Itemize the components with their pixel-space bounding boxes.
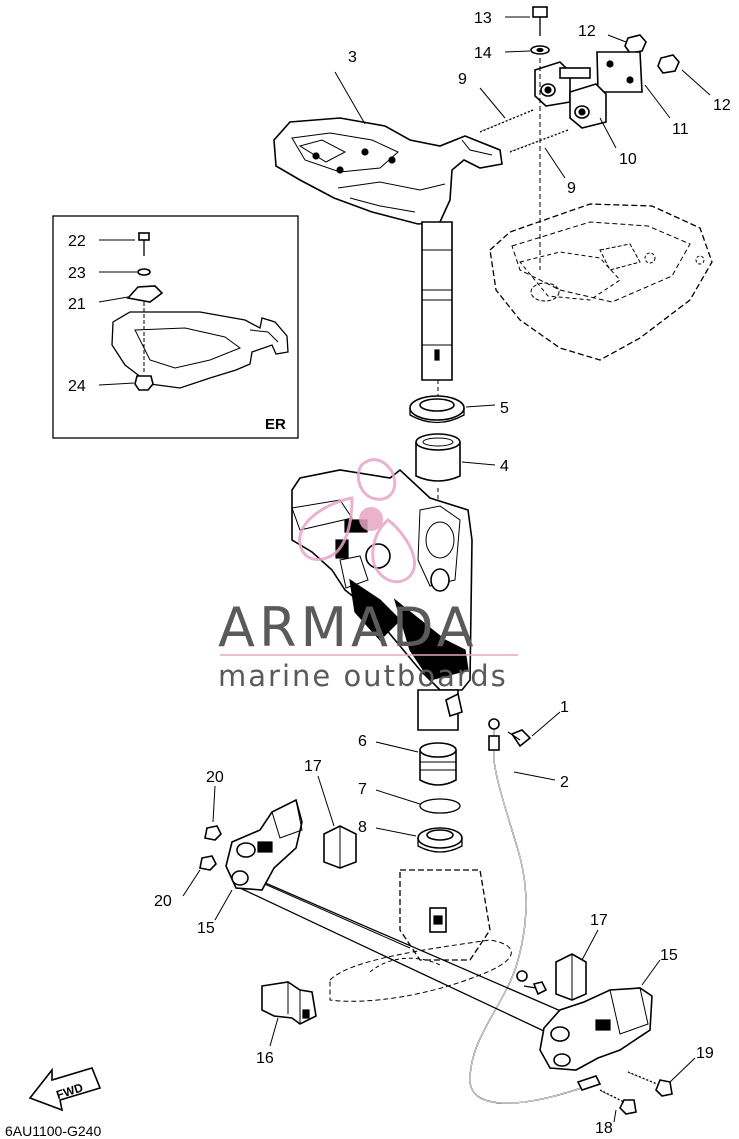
callout-20-b: 20: [154, 893, 172, 910]
steering-shaft: [421, 221, 453, 381]
callout-21: 21: [68, 296, 86, 313]
callout-1: 1: [560, 699, 569, 716]
callout-12-b: 12: [713, 97, 731, 114]
callout-5: 5: [500, 400, 509, 417]
clamp-area-outline: [329, 869, 512, 1002]
callout-6: 6: [358, 733, 367, 750]
watermark-brand: ARMADA: [218, 596, 478, 659]
callout-15-a: 15: [197, 920, 215, 937]
callout-17-b: 17: [590, 912, 608, 929]
callout-9-a: 9: [458, 71, 467, 88]
callout-7: 7: [358, 781, 367, 798]
bolt-18: 18: [595, 1089, 637, 1137]
callout-9-b: 9: [567, 180, 576, 197]
bolt-13: [532, 6, 548, 18]
ground-bolt-1: 1: [507, 699, 569, 748]
callout-13: 13: [474, 10, 492, 27]
callout-24: 24: [68, 378, 86, 395]
top-mount-assembly: 13 14 12 12 11 10 9 9: [458, 6, 731, 270]
callout-20-a: 20: [206, 769, 224, 786]
bushing-6: 6: [358, 733, 457, 786]
callout-18: 18: [595, 1120, 613, 1137]
pad-17-right: 17: [555, 912, 608, 1001]
callout-4: 4: [500, 458, 509, 475]
fwd-arrow: FWD: [28, 1067, 102, 1112]
oil-seal-8: 8: [358, 819, 463, 853]
bushing-5: 5: [409, 395, 509, 424]
inset-er-label: ER: [265, 416, 286, 433]
callout-12-a: 12: [578, 23, 596, 40]
mount-plate-11: [596, 51, 643, 93]
swivel-bracket: [291, 380, 473, 731]
nut-12-a: [624, 34, 647, 54]
pad-17-left: 17: [304, 758, 357, 869]
callout-11: 11: [672, 121, 689, 138]
callout-3: 3: [348, 49, 357, 66]
armada-logo-mark: [298, 458, 416, 584]
engine-base-outline: [489, 203, 713, 361]
callout-10: 10: [619, 151, 637, 168]
inset-nut: [134, 375, 154, 391]
drawing-code: 6AU1100-G240: [5, 1123, 101, 1139]
clamp-bracket-15-left: 20 20 15: [154, 769, 303, 937]
callout-14: 14: [474, 45, 492, 62]
lead-terminal-bolt: [516, 970, 548, 996]
steering-bracket-3: 3: [273, 49, 503, 381]
nut-12-b: [657, 54, 680, 74]
callout-22: 22: [68, 233, 86, 250]
bolt-19: 19: [627, 1045, 714, 1097]
nut-20-b: [199, 855, 217, 871]
inset-washer: [137, 268, 151, 276]
clamp-bracket-15-right: 15: [539, 947, 678, 1071]
inset-steering-bracket: [111, 311, 289, 389]
callout-19: 19: [696, 1045, 714, 1062]
inset-plate: [126, 285, 164, 303]
ground-lead-2: 2: [469, 718, 602, 1104]
callout-16: 16: [256, 1050, 274, 1067]
watermark-tagline: marine outboards: [218, 659, 508, 693]
callout-17-a: 17: [304, 758, 322, 775]
callout-15-b: 15: [660, 947, 678, 964]
callout-8: 8: [358, 819, 367, 836]
clamp-through-tube: [239, 871, 601, 1049]
inset-frame: [52, 215, 299, 439]
armada-watermark: ARMADA marine outboards: [218, 458, 518, 693]
inset-bolt: [138, 232, 150, 256]
o-ring-7: 7: [358, 781, 461, 814]
inset-er-detail: 22 23 21 24 ER: [52, 215, 299, 439]
thrust-block-16: 16: [256, 981, 317, 1067]
rubber-mount-b: [569, 83, 607, 129]
nut-20-a: [204, 825, 222, 841]
bushing-4: 4: [415, 433, 509, 482]
callout-23: 23: [68, 265, 86, 282]
callout-2: 2: [560, 774, 569, 791]
